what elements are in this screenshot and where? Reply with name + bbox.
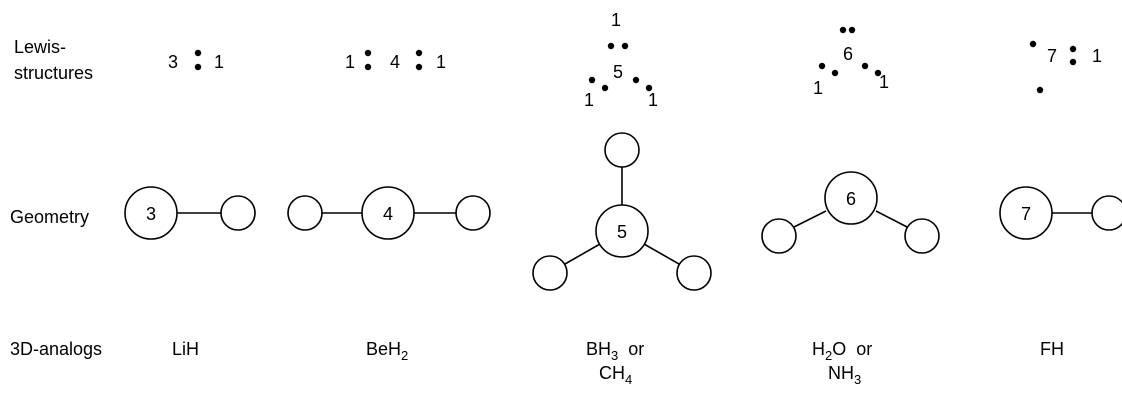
electron-dot [588, 76, 596, 84]
analog-3a-base: BH [586, 339, 612, 359]
electron-dot [818, 62, 826, 70]
analog-4-or: or [856, 339, 873, 359]
analog-3-or: or [628, 339, 645, 359]
lewis-4-right: 1 [879, 72, 889, 92]
atom-h [904, 218, 940, 254]
atom-h [761, 218, 797, 254]
electron-dot [364, 63, 372, 71]
lewis-3-center: 5 [613, 62, 623, 82]
lewis-2-left: 1 [345, 52, 355, 72]
geometry-2-label: 4 [383, 204, 393, 224]
lewis-row-label-line2: structures [14, 63, 94, 83]
lewis-3-left: 1 [584, 90, 594, 110]
analog-2: BeH2 [366, 338, 408, 367]
atom-center-3 [595, 204, 649, 258]
atom-h [1091, 195, 1122, 231]
analog-4a-sub: 2 [825, 348, 833, 363]
electron-dot [607, 42, 615, 50]
electron-dot [874, 69, 882, 77]
electron-dot [645, 84, 653, 92]
lewis-row-label-line1: Lewis- [14, 37, 67, 57]
atom-h [676, 255, 712, 291]
electron-dot [1069, 58, 1077, 66]
atom-center-1 [124, 186, 178, 240]
analog-4b-sub: 3 [854, 372, 862, 387]
electron-dot [848, 26, 856, 34]
lewis-1-left: 3 [168, 52, 178, 72]
analog-4-line2: NH3 [828, 362, 861, 391]
bond [793, 210, 827, 228]
electron-dot [194, 49, 202, 57]
analog-4-line1: H2O or [812, 338, 872, 367]
lewis-3-right: 1 [648, 90, 658, 110]
analog-2-sub: 2 [401, 348, 409, 363]
electron-dot [194, 63, 202, 71]
analog-2-base: BeH [366, 339, 402, 359]
electron-dot [861, 62, 869, 70]
lewis-1-right: 1 [214, 52, 224, 72]
atom-h [532, 255, 568, 291]
bond [643, 243, 680, 265]
atom-center-2 [361, 186, 415, 240]
electron-dot [364, 49, 372, 57]
analog-4b-base: NH [828, 363, 854, 383]
atom-h [604, 132, 640, 168]
geometry-row-label: Geometry [10, 207, 90, 227]
analog-3-line2: CH4 [599, 362, 632, 391]
geometry-5-label: 7 [1021, 204, 1031, 224]
electron-dot [415, 49, 423, 57]
lewis-4-left: 1 [813, 78, 823, 98]
atom-h [220, 195, 256, 231]
geometry-3-label: 5 [617, 222, 627, 242]
analog-3a-sub: 3 [611, 348, 619, 363]
analog-5: FH [1040, 339, 1064, 359]
analogs-row-label: 3D-analogs [10, 339, 103, 359]
analog-1: LiH [172, 339, 200, 359]
atom-center-4 [824, 171, 878, 225]
bond [875, 210, 908, 228]
lewis-2-right: 1 [436, 52, 446, 72]
geometry-4-label: 6 [846, 189, 856, 209]
electron-dot [1069, 45, 1077, 53]
analog-3b-sub: 4 [625, 372, 633, 387]
lewis-2-center: 4 [390, 52, 400, 72]
electron-dot [831, 69, 839, 77]
atom-h [287, 195, 323, 231]
analog-3-line1: BH3 or [586, 338, 644, 367]
analog-4a-post: O [832, 339, 847, 359]
geometry-1-label: 3 [146, 204, 156, 224]
electron-dot [1029, 40, 1037, 48]
lewis-3-top: 1 [611, 10, 621, 30]
electron-dot [415, 63, 423, 71]
atom-h [455, 195, 491, 231]
analog-4a-pre: H [812, 339, 825, 359]
electron-dot [1036, 86, 1044, 94]
electron-dot [601, 84, 609, 92]
atom-center-5 [999, 186, 1053, 240]
electron-dot [839, 26, 847, 34]
lewis-5-right: 1 [1092, 46, 1102, 66]
lewis-5-center: 7 [1047, 46, 1057, 66]
analog-3b-base: CH [599, 363, 625, 383]
electron-dot [632, 76, 640, 84]
electron-dot [621, 42, 629, 50]
bond [564, 243, 601, 265]
lewis-4-center: 6 [843, 44, 853, 64]
